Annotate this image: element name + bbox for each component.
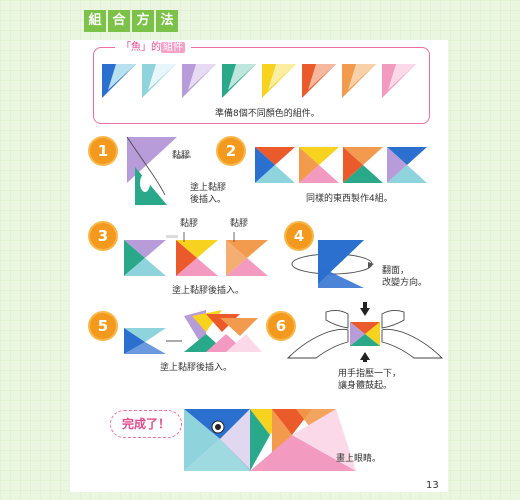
part-piece: [382, 64, 416, 98]
part-piece: [102, 64, 136, 98]
header-char-4: 法: [156, 10, 178, 32]
parts-box: [93, 47, 430, 124]
parts-caption: 準備8個不同顏色的組件。: [215, 109, 320, 119]
part-piece: [222, 64, 256, 98]
header-char-3: 方: [132, 10, 154, 32]
step-3-illustration: [124, 232, 268, 276]
step-1-illustration: [126, 136, 191, 205]
part-piece: [142, 64, 176, 98]
step-1-number: 1: [90, 138, 116, 164]
header-char-1: 組: [84, 10, 106, 32]
step-4-number: 4: [286, 223, 312, 249]
finished-note: 畫上眼睛。: [336, 454, 382, 464]
step-2-number: 2: [218, 138, 244, 164]
part-piece: [342, 64, 376, 98]
step-6-note: 用手指壓一下， 讓身體鼓起。: [338, 369, 402, 391]
step-6-illustration: [286, 302, 444, 362]
step-3-glue-label-b: 黏膠: [230, 219, 249, 229]
parts-row: [102, 64, 416, 98]
step-4-illustration: [291, 240, 374, 288]
step-2-note: 同樣的東西製作4組。: [306, 194, 393, 204]
finished-fish: [184, 409, 356, 471]
step-3-note: 塗上黏膠後插入。: [172, 286, 245, 296]
step-3-number: 3: [90, 223, 116, 249]
parts-title: 「魚」的組件: [115, 40, 191, 56]
step-6-number: 6: [268, 313, 294, 339]
step-2-illustration: [255, 147, 427, 183]
step-1-glue-label: 黏膠: [172, 151, 191, 161]
step-1-note: 塗上黏膠 後插入。: [190, 183, 227, 205]
part-piece: [302, 64, 336, 98]
parts-title-prefix: 「魚」的: [121, 42, 161, 53]
step-5-note: 塗上黏膠後插入。: [160, 363, 233, 373]
parts-title-highlight: 組件: [161, 42, 185, 53]
header-char-2: 合: [108, 10, 130, 32]
page-number: 13: [426, 480, 439, 491]
step-3-glue-label-a: 黏膠: [180, 219, 199, 229]
step-5-number: 5: [90, 313, 116, 339]
step-5-illustration: [124, 310, 262, 354]
part-piece: [262, 64, 296, 98]
finished-bubble: 完成了！: [110, 410, 182, 438]
step-4-note: 翻面， 改變方向。: [382, 266, 428, 288]
part-piece: [182, 64, 216, 98]
